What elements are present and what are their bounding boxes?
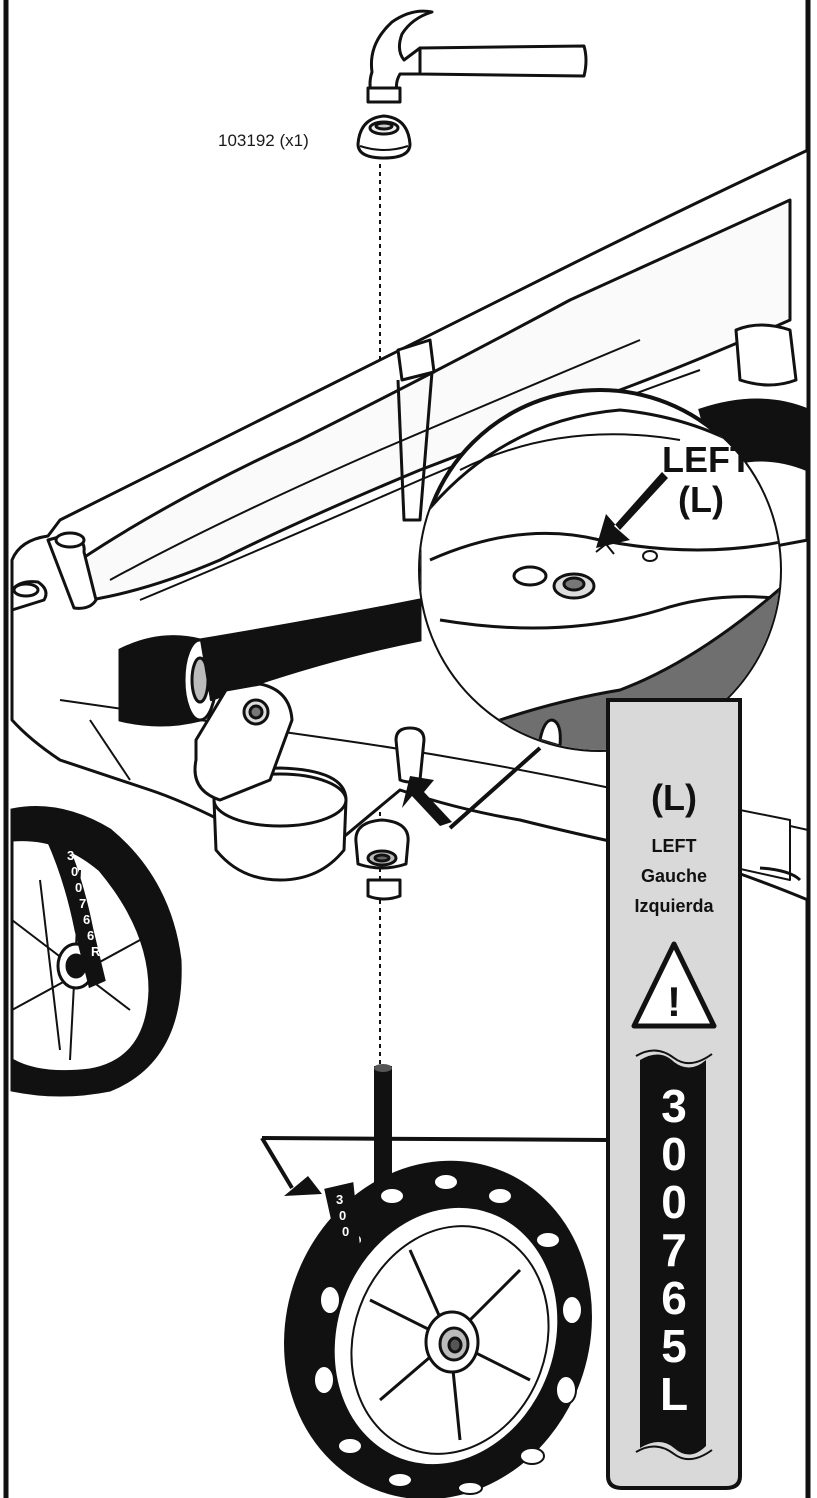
- front-tag-char: 0: [339, 1208, 346, 1223]
- callout-left-code: (L): [678, 479, 724, 520]
- hubcap-icon: [358, 116, 410, 158]
- rear-tag-char: 7: [79, 896, 86, 911]
- rear-tag-char: 0: [71, 864, 78, 879]
- front-wheel: [239, 1119, 637, 1498]
- tag-line-french: Gauche: [641, 866, 707, 886]
- tag-code: (L): [651, 777, 697, 818]
- tag-band-char: 5: [661, 1320, 687, 1372]
- tag-band-char: 3: [661, 1080, 687, 1132]
- front-tag-char: 0: [342, 1224, 349, 1239]
- warning-symbol: !: [667, 978, 681, 1025]
- tag-band-char: 7: [661, 1224, 687, 1276]
- tag-band-char: 6: [661, 1272, 687, 1324]
- tag-band-char: L: [660, 1368, 688, 1420]
- tag-line-english: LEFT: [652, 836, 697, 856]
- part-number-label: 103192 (x1): [218, 131, 309, 150]
- orientation-tag: (L) LEFT Gauche Izquierda ! 3 0 0 7 6 5 …: [608, 700, 740, 1488]
- rear-tag-char: 0: [75, 880, 82, 895]
- rear-tag-char: 3: [67, 848, 74, 863]
- tag-band-char: 0: [661, 1128, 687, 1180]
- rear-tag-char: R: [91, 944, 101, 959]
- tag-band-char: 0: [661, 1176, 687, 1228]
- callout-left-label: LEFT: [662, 439, 752, 480]
- front-tag-char: 3: [336, 1192, 343, 1207]
- hammer-icon: [368, 11, 586, 102]
- rear-tag-char: 6: [87, 928, 94, 943]
- rear-tag-char: 6: [83, 912, 90, 927]
- tag-line-spanish: Izquierda: [634, 896, 714, 916]
